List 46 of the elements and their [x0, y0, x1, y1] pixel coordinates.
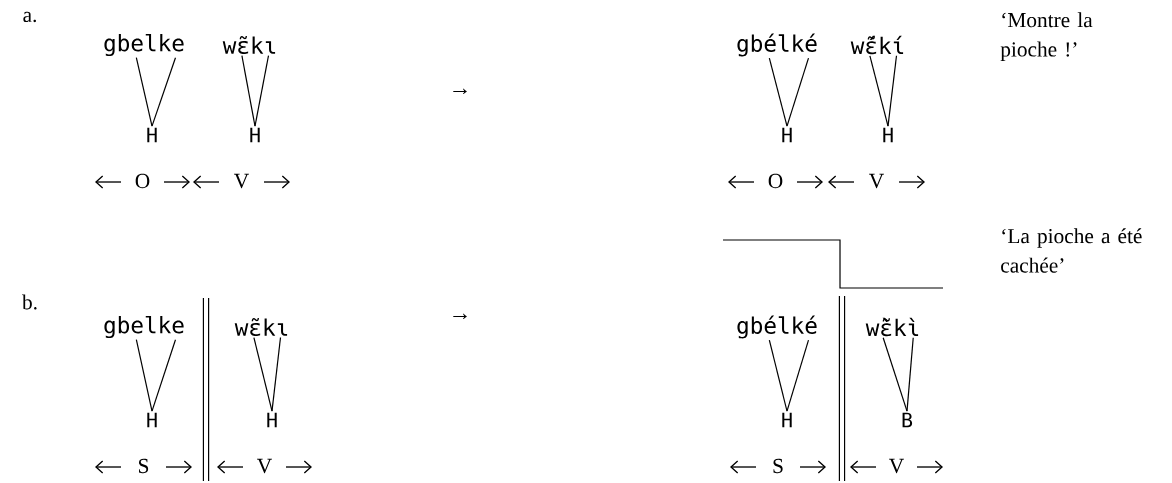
syllable-word: gbélké	[737, 315, 817, 339]
tone-letter: H	[147, 127, 157, 143]
association-line	[768, 57, 788, 127]
constituent-label: V	[257, 458, 272, 474]
tone-letter: H	[782, 412, 792, 428]
constituent-label: V	[889, 458, 904, 474]
syllable-word: gbélké	[737, 33, 817, 57]
constituent-label: S	[139, 458, 149, 474]
association-line	[786, 57, 810, 127]
association-line	[869, 55, 889, 127]
syllable-word: wɛ̃́kɩ́	[850, 35, 904, 55]
syllable-word: wɛ̃kɩ	[222, 36, 276, 54]
association-line	[882, 337, 908, 412]
example-letter: a.	[23, 11, 36, 23]
tone-letter: H	[883, 127, 893, 143]
association-line	[135, 57, 153, 127]
translation: ‘Montre la pioche !’	[1000, 12, 1093, 61]
constituent-label: V	[869, 173, 884, 189]
association-line	[271, 336, 282, 412]
association-line	[151, 57, 177, 127]
association-line	[241, 54, 256, 127]
example-letter: b.	[22, 294, 37, 310]
constituent-label: O	[768, 173, 783, 189]
translation: ‘La pioche a été cachée’	[1001, 228, 1142, 273]
association-line	[887, 55, 898, 127]
association-line	[254, 54, 270, 127]
transition-arrow: →	[453, 313, 467, 320]
association-line	[768, 339, 788, 412]
association-line	[786, 339, 810, 412]
association-line	[151, 339, 177, 412]
constituent-label: S	[773, 458, 783, 474]
syllable-word: wɛ̃kɩ	[234, 318, 288, 336]
syllable-word: gbelke	[104, 315, 184, 339]
constituent-label: V	[234, 173, 249, 189]
tone-letter: H	[250, 127, 260, 143]
syllable-word: gbelke	[104, 33, 184, 57]
constituent-label: O	[135, 173, 150, 189]
association-line	[135, 339, 153, 412]
transition-arrow: →	[453, 88, 467, 95]
tone-letter: B	[902, 412, 913, 428]
association-line	[906, 337, 914, 412]
tone-letter: H	[267, 412, 277, 428]
tone-letter: H	[782, 127, 792, 143]
association-line	[253, 336, 273, 412]
tone-letter: H	[147, 412, 157, 428]
syllable-word: wɛ̃̀kɩ̀	[865, 317, 919, 337]
